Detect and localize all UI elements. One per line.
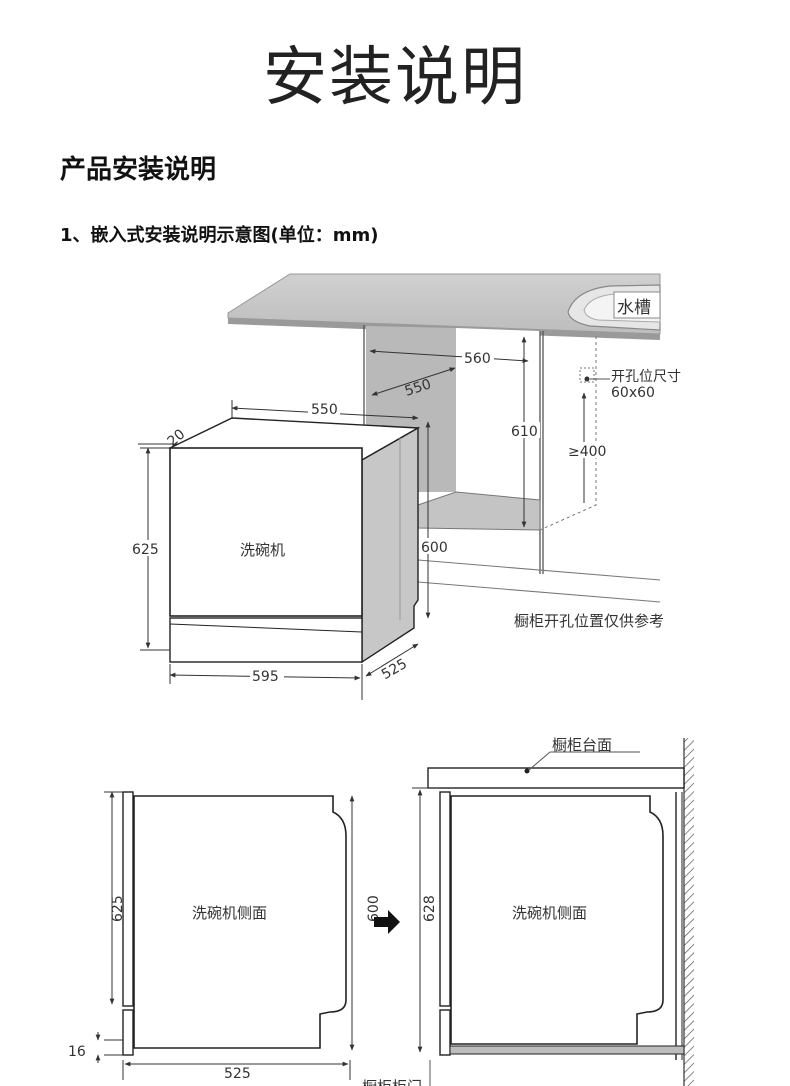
dim-height-right: 628 <box>422 895 438 922</box>
dim-base-left: 16 <box>68 1044 86 1060</box>
dim-width: 595 <box>252 669 279 685</box>
bottom-right-diagram: 橱柜台面 洗碗机侧面 628 橱柜柜门 <box>362 736 694 1086</box>
bottom-left-diagram: 洗碗机侧面 625 16 600 525 <box>68 791 382 1082</box>
section-title: 产品安装说明 <box>60 155 217 185</box>
dim-depth: 525 <box>379 656 410 683</box>
dishwasher-kickplate <box>169 617 363 663</box>
wall <box>684 738 694 1086</box>
machine-side-right <box>450 795 664 1045</box>
machine-label: 洗碗机 <box>240 541 285 559</box>
cabinet-note: 橱柜开孔位置仅供参考 <box>514 612 664 630</box>
hole-label-2: 60x60 <box>611 385 655 401</box>
dim-top-depth: 550 <box>311 402 338 418</box>
dishwasher-side <box>361 426 419 664</box>
counter-top <box>427 767 685 789</box>
dim-cab-width: 560 <box>464 351 491 367</box>
dim-front-height: 625 <box>132 542 159 558</box>
hole-label-1: 开孔位尺寸 <box>611 369 681 385</box>
dishwasher-front <box>169 447 363 617</box>
dim-cab-depth: 550 <box>403 376 433 399</box>
side-label-left: 洗碗机侧面 <box>192 904 267 922</box>
counter-label: 橱柜台面 <box>552 736 612 754</box>
dim-cab-height: 610 <box>511 424 538 440</box>
page-title: 安装说明 <box>263 41 527 115</box>
side-label-right: 洗碗机侧面 <box>512 904 587 922</box>
bottom-label: 橱柜柜门 <box>362 1078 422 1086</box>
machine-side-left <box>133 795 347 1049</box>
door-panel <box>122 791 134 1007</box>
arrow-right-icon <box>374 910 400 934</box>
top-diagram: 水槽 开孔位尺寸 60x60 560 550 610 ≥400 <box>130 273 681 700</box>
dim-side-height: 600 <box>421 540 448 556</box>
diagram-subtitle: 1、嵌入式安装说明示意图(单位：mm) <box>60 225 379 246</box>
dim-depth-left: 525 <box>224 1066 251 1082</box>
dim-inner-height-left: 600 <box>366 895 382 922</box>
sink-label: 水槽 <box>617 298 651 318</box>
dim-hole-height: ≥400 <box>568 444 606 460</box>
dim-height-left: 625 <box>110 895 126 922</box>
